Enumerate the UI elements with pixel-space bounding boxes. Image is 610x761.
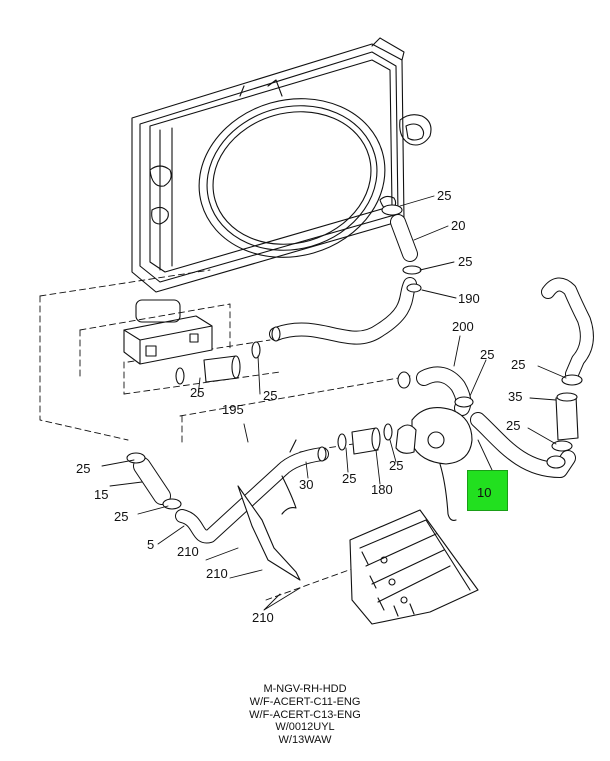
hose-190 [269,277,417,345]
callout-5: 5 [147,537,155,552]
hose-20 [381,204,422,293]
radiator-shroud [131,37,432,293]
callout-25: 25 [190,385,205,400]
caption-line: W/0012UYL [275,721,335,734]
thermostat-housing [395,407,473,521]
engine-block [349,509,479,625]
callout-25: 25 [76,461,91,476]
caption-line: W/F-ACERT-C13-ENG [249,708,361,721]
callout-25: 25 [458,254,473,269]
callout-200: 200 [452,319,474,334]
callout-20: 20 [451,218,466,233]
callout-10-highlight: 10 [467,470,508,511]
callout-25: 25 [480,347,495,362]
hose-180 [337,423,393,455]
bracket-210 [237,475,301,581]
callout-180: 180 [371,482,393,497]
callout-25: 25 [389,458,404,473]
callout-210: 210 [252,610,274,625]
callout-210: 210 [206,566,228,581]
caption-line: W/F-ACERT-C11-ENG [249,695,361,708]
callout-25: 25 [437,188,452,203]
filler-tube-35 [541,277,594,452]
reservoir-tank [123,299,213,365]
callout-30: 30 [299,477,314,492]
hose-15 [126,452,182,510]
hose-10 [470,412,576,478]
callout-10: 10 [477,485,492,500]
callout-25: 25 [114,509,129,524]
callout-35: 35 [508,389,523,404]
callout-15: 15 [94,487,109,502]
parts-diagram [39,37,594,625]
diagram-caption: M-NGV-RH-HDD W/F-ACERT-C11-ENG W/F-ACERT… [0,683,610,747]
callout-25: 25 [342,471,357,486]
elbow-200 [397,366,474,416]
callout-190: 190 [458,291,480,306]
callout-195: 195 [222,402,244,417]
callout-210: 210 [177,544,199,559]
callout-25: 25 [506,418,521,433]
leader-lines [101,195,567,611]
callout-25: 25 [511,357,526,372]
caption-line: M-NGV-RH-HDD [263,683,347,695]
callout-25: 25 [263,388,278,403]
hose-195 [175,341,261,385]
caption-line: W/13WAW [278,734,332,747]
